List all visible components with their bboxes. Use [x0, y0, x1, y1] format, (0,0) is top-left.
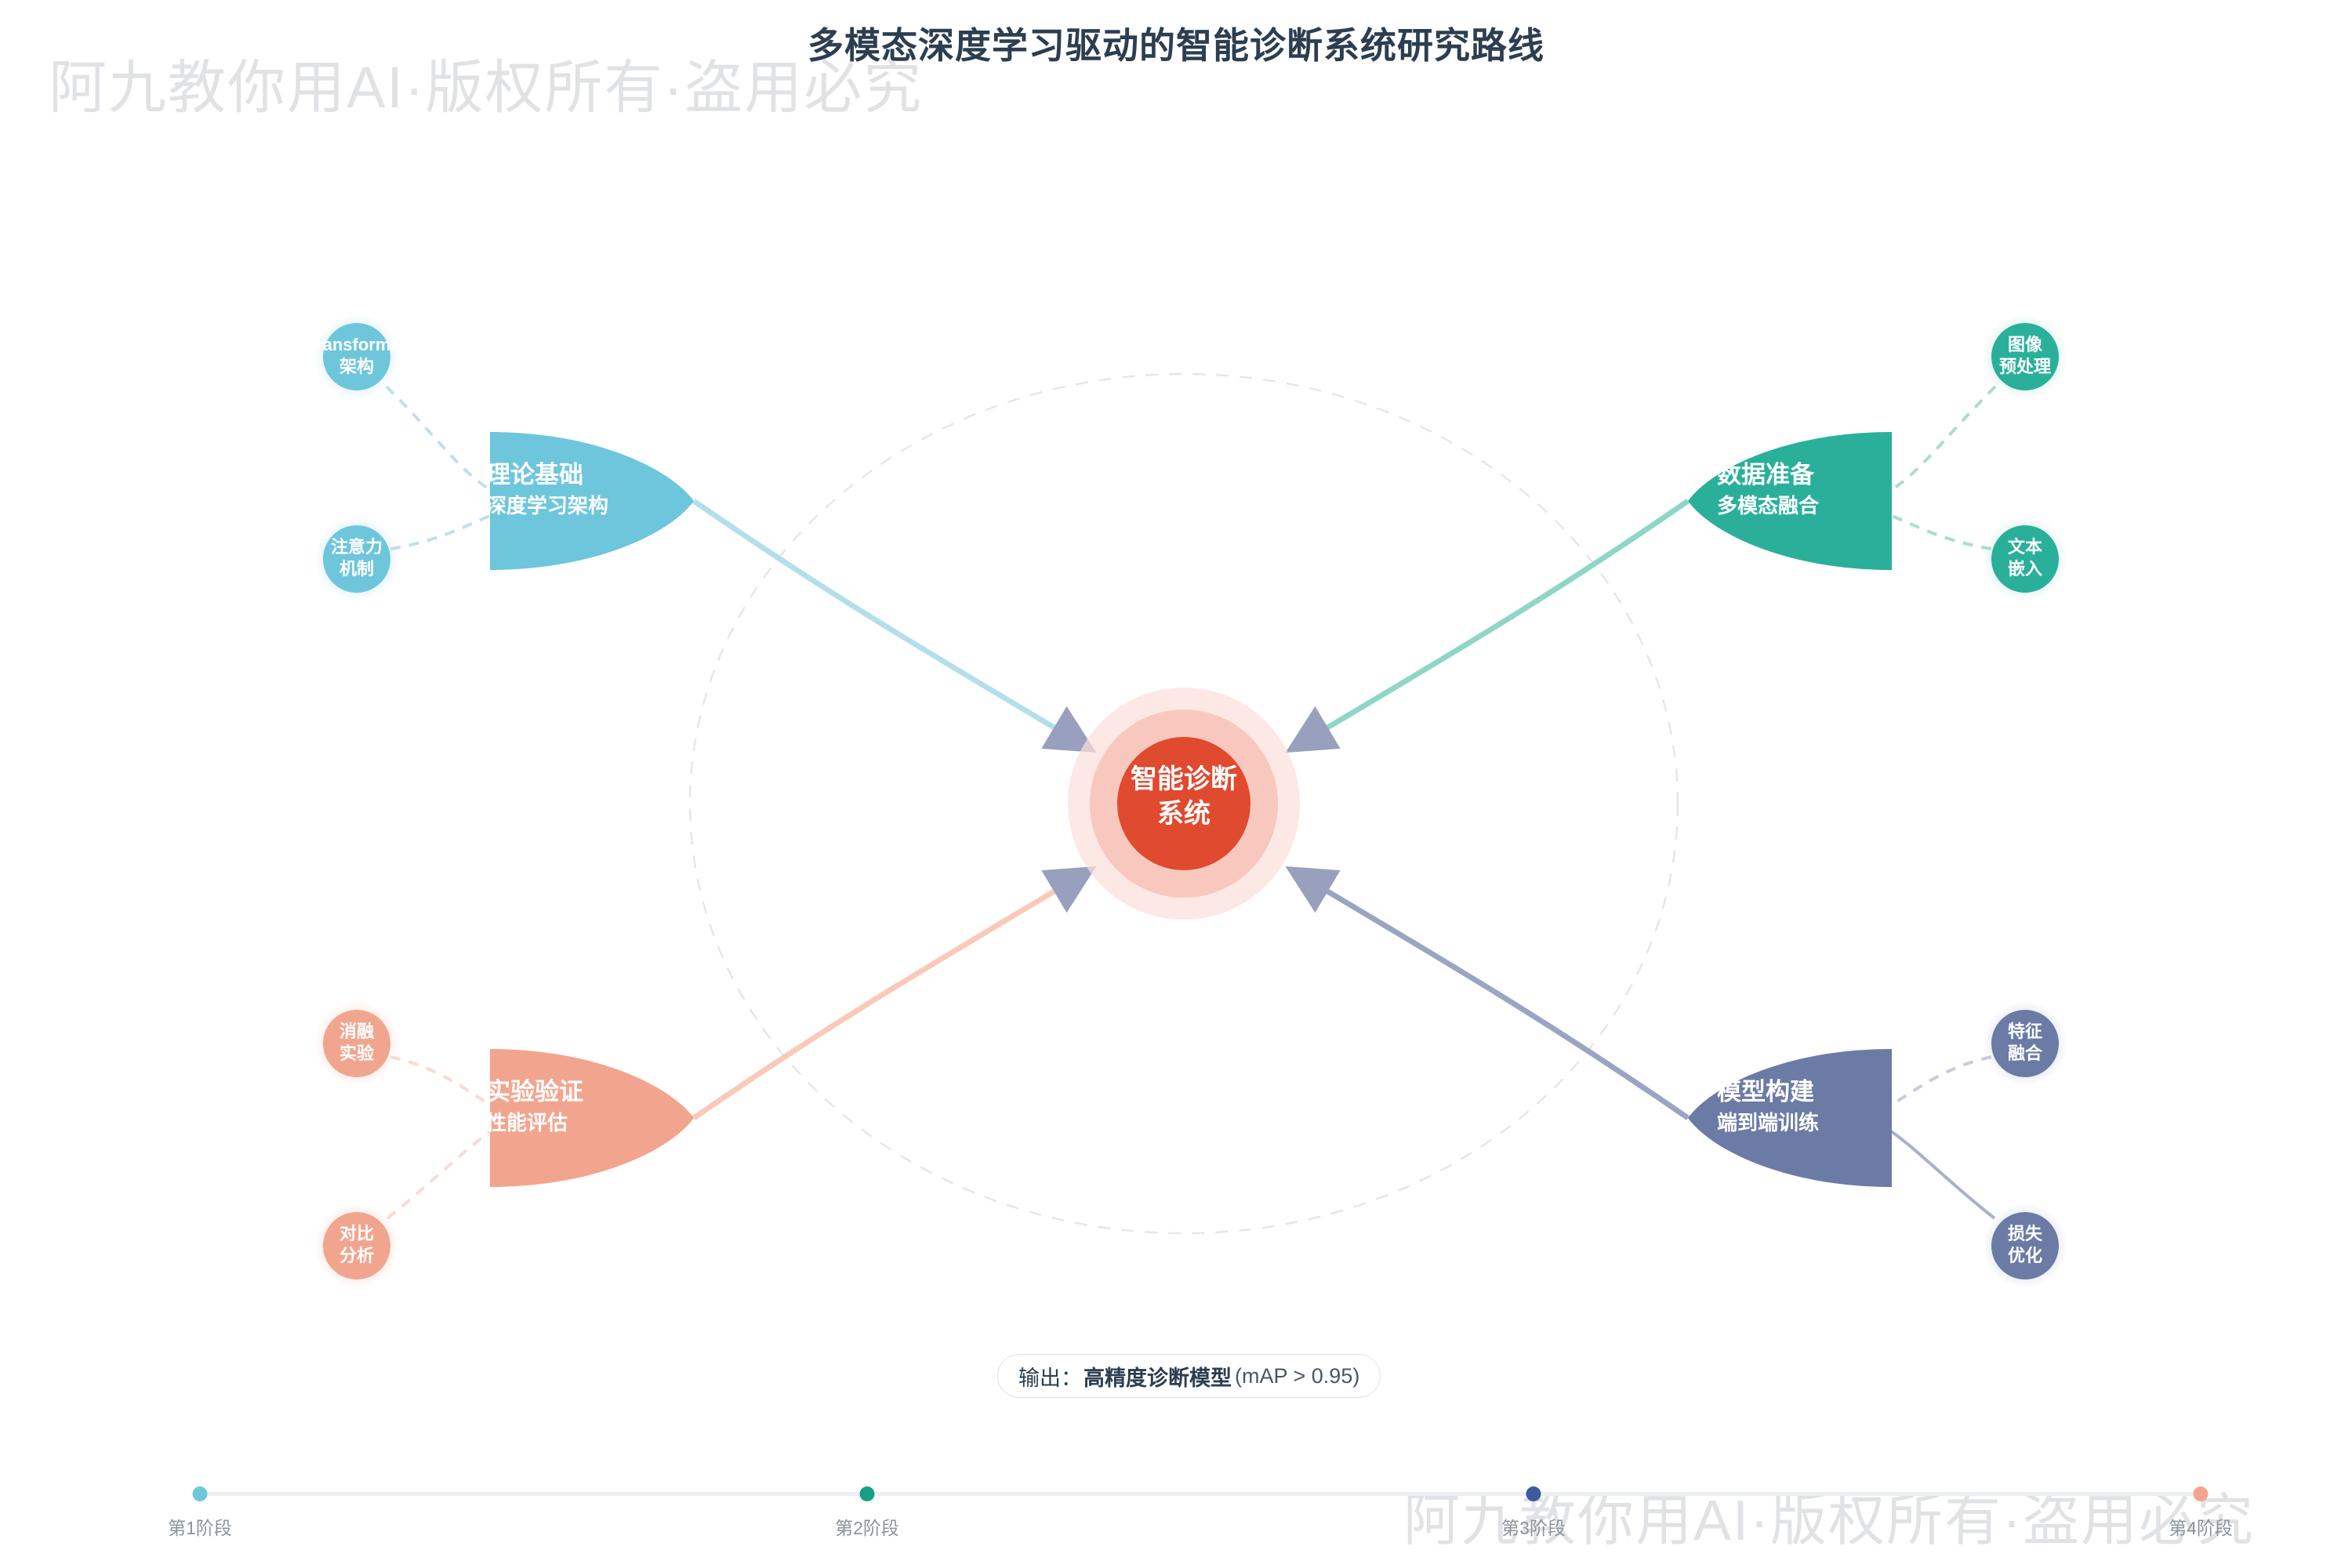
satellite-transformer[interactable]: [323, 323, 390, 390]
flow-arrow-data: [1285, 499, 1690, 753]
timeline-dot-1[interactable]: [192, 1486, 208, 1501]
satellite-feature-fusion[interactable]: [1991, 1010, 2059, 1077]
satellite-attention[interactable]: [323, 525, 390, 593]
flow-arrow-theory: [692, 499, 1097, 753]
branch-leaf-theory[interactable]: [490, 432, 694, 570]
connector-dashed: [390, 1055, 495, 1109]
satellite-text-embedding[interactable]: [1991, 525, 2059, 593]
timeline-dot-3[interactable]: [1526, 1486, 1541, 1501]
connector-dashed: [390, 513, 495, 550]
flow-arrow-experiment: [692, 866, 1097, 1120]
timeline-label-1: 第1阶段: [168, 1518, 232, 1538]
connector-dashed: [385, 385, 495, 494]
center-node-group[interactable]: [1068, 688, 1300, 920]
branch-data[interactable]: [1285, 314, 2067, 753]
branch-theory[interactable]: [314, 314, 1097, 753]
output-metric: (mAP > 0.95): [1235, 1363, 1360, 1388]
branch-model[interactable]: [1285, 866, 2067, 1288]
connector-dashed: [386, 1127, 495, 1220]
output-badge: 输出： 高精度诊断模型 (mAP > 0.95): [997, 1354, 1381, 1398]
satellite-image-preprocess[interactable]: [1991, 323, 2059, 390]
connector-dashed: [1886, 385, 1997, 494]
output-prefix: 输出：: [1018, 1366, 1082, 1390]
branch-leaf-model[interactable]: [1688, 1049, 1892, 1187]
connector-dashed: [1887, 513, 1992, 550]
branch-leaf-experiment[interactable]: [490, 1049, 694, 1187]
branch-leaf-data[interactable]: [1688, 432, 1892, 570]
output-value: 高精度诊断模型: [1083, 1366, 1232, 1390]
timeline-dot-4[interactable]: [2193, 1486, 2209, 1501]
timeline-track: [200, 1492, 2201, 1496]
satellite-loss-optimization[interactable]: [1991, 1212, 2059, 1279]
satellite-ablation[interactable]: [323, 1010, 390, 1077]
connector-solid: [1886, 1127, 1996, 1220]
timeline-dot-2[interactable]: [859, 1486, 875, 1501]
timeline-label-2: 第2阶段: [835, 1518, 899, 1538]
orbit-ellipse: [688, 372, 1679, 1235]
connector-dashed: [1886, 1055, 1992, 1109]
flow-arrow-model: [1285, 866, 1690, 1120]
branch-experiment[interactable]: [314, 866, 1097, 1288]
timeline-label-3: 第3阶段: [1501, 1518, 1566, 1538]
satellite-comparison[interactable]: [323, 1212, 390, 1279]
timeline-label-4: 第4阶段: [2169, 1518, 2233, 1538]
page-title: 多模态深度学习驱动的智能诊断系统研究路线: [808, 25, 1544, 66]
center-node[interactable]: [1117, 737, 1250, 870]
